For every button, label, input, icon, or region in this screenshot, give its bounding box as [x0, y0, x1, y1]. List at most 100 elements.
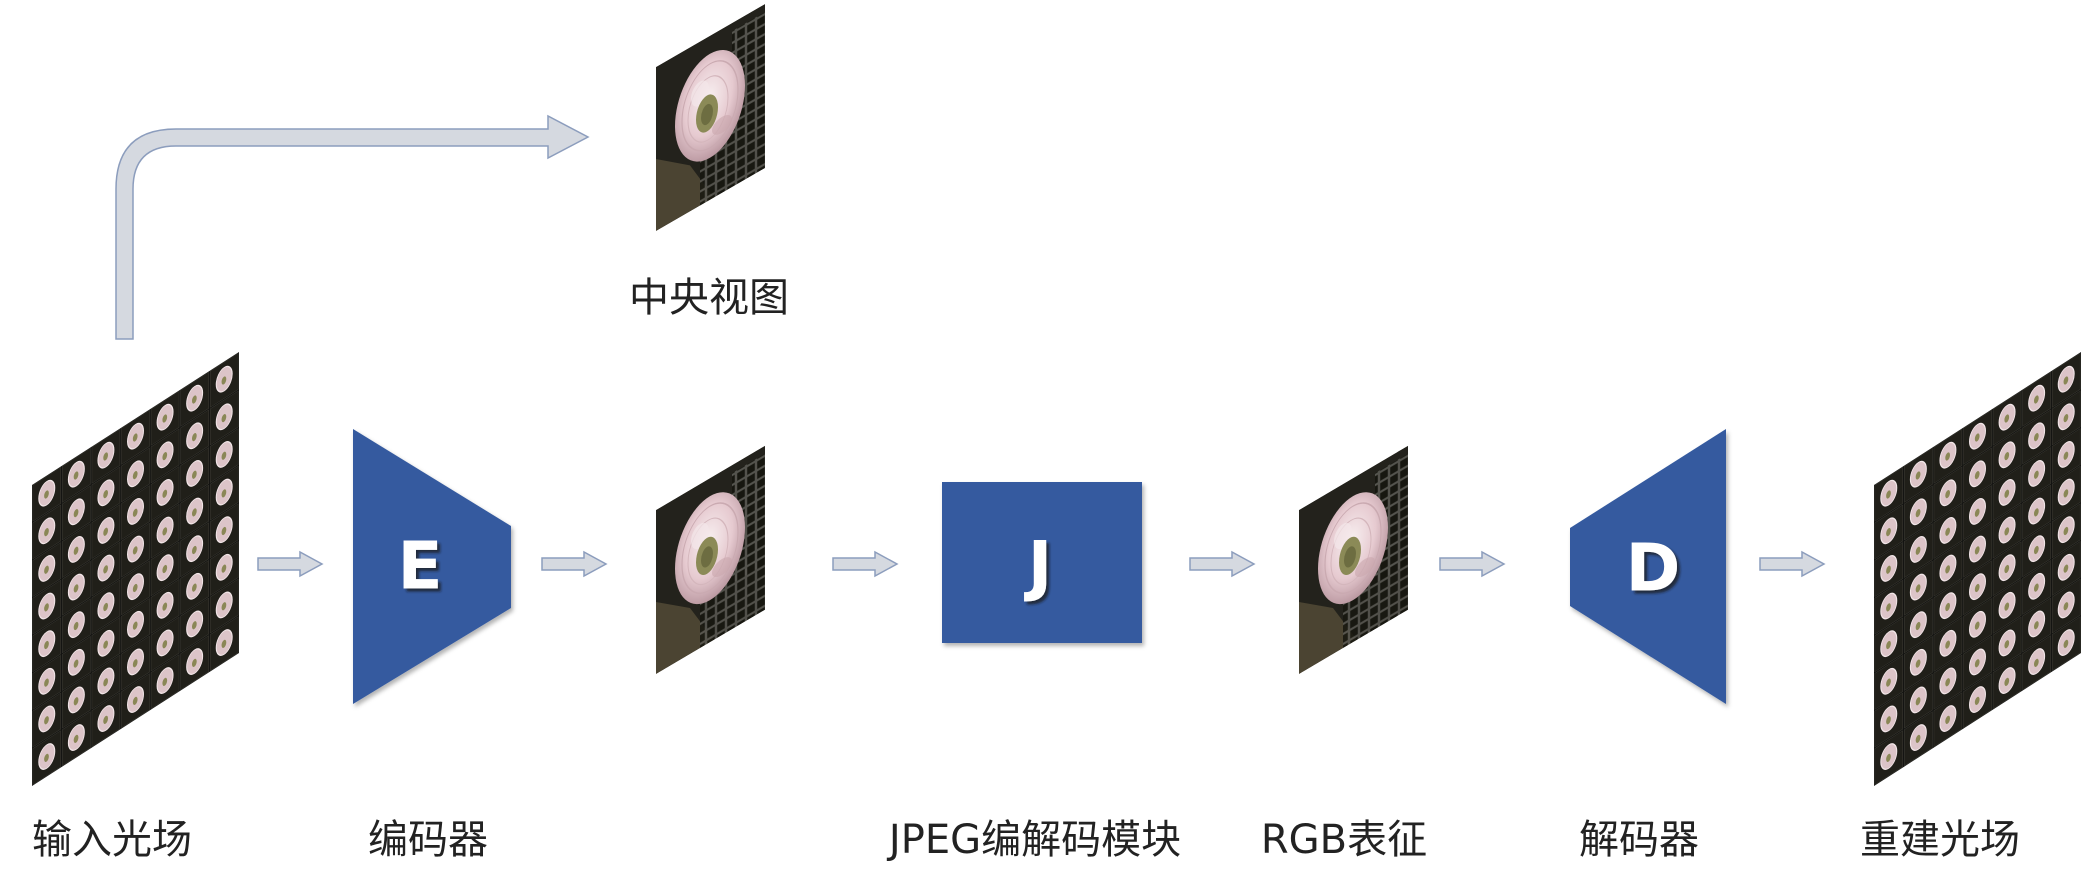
encoder-letter: E [397, 528, 442, 605]
reconstructed-light-field-label: 重建光场 [1860, 817, 2020, 863]
light-field-view-flower-center [2033, 470, 2039, 479]
light-field-view-flower-center [132, 508, 138, 517]
light-field-view-flower-center [44, 565, 49, 574]
light-field-view-flower-center [73, 509, 79, 518]
light-field-view-flower-center [1974, 471, 1980, 480]
light-field-view-flower-center [221, 376, 227, 385]
light-field-view-flower-center [162, 452, 168, 461]
light-field-view-flower-center [1945, 602, 1950, 612]
light-field-view-flower-center [2063, 489, 2069, 498]
light-field-view-flower-center [44, 753, 49, 762]
light-field-view-flower-center [132, 583, 138, 593]
light-field-view-flower-center [1915, 659, 1921, 668]
light-field-view-flower-center [103, 527, 108, 536]
light-field-view-flower-center [103, 715, 108, 724]
light-field-view-flower-center [73, 621, 79, 631]
light-field-view-flower-center [221, 451, 227, 460]
light-field-view-flower-center [221, 489, 227, 498]
light-field-view-flower-center [1945, 452, 1950, 461]
light-field-view-flower-center [44, 528, 49, 537]
light-field-view-flower-center [44, 603, 49, 612]
encoded-view-image [656, 446, 765, 674]
light-field-view-flower-center [1945, 490, 1950, 499]
light-field-view-flower-center [221, 602, 227, 611]
light-field-view-flower-center [2033, 433, 2039, 442]
flow-arrow-1 [257, 551, 323, 577]
light-field-view-flower-center [221, 526, 227, 536]
input-light-field-label: 输入光场 [32, 817, 192, 863]
light-field-view-flower-center [73, 546, 79, 555]
decoder-label: 解码器 [1579, 817, 1699, 863]
light-field-view-flower-center [2004, 602, 2010, 611]
light-field-view-flower-center [132, 696, 138, 705]
light-field-view-flower-center [2063, 451, 2069, 460]
light-field-view-flower-center [1974, 696, 1980, 705]
light-field-view-flower-center [1945, 565, 1950, 574]
light-field-view-flower-center [2004, 527, 2010, 536]
light-field-view-flower-center [2004, 640, 2010, 649]
light-field-view-flower-center [1974, 433, 1980, 442]
light-field-view-flower-center [162, 564, 168, 574]
light-field-view-flower-center [73, 659, 79, 668]
light-field-view-flower-center [191, 545, 197, 555]
light-field-view-flower-center [73, 734, 79, 743]
light-field-view-flower-center [1974, 621, 1980, 630]
encoder-label: 编码器 [368, 817, 488, 863]
rgb-representation-image [1299, 446, 1408, 674]
light-field-view-flower-center [103, 452, 108, 461]
light-field-view-flower-center [221, 564, 227, 573]
light-field-view-flower-center [103, 565, 108, 574]
light-field-view-flower-center [1945, 715, 1950, 724]
light-field-view-flower-center [162, 640, 168, 649]
light-field-view-flower-center [1945, 527, 1950, 536]
input-light-field-image [32, 352, 239, 786]
light-field-view-flower-center [1974, 546, 1980, 555]
light-field-view-flower-center [1915, 734, 1921, 743]
light-field-view-flower-center [191, 621, 197, 630]
flow-arrow-5 [1439, 551, 1505, 577]
central-view-label: 中央视图 [629, 275, 789, 321]
central-view-image [656, 4, 765, 231]
decoder-block [1570, 429, 1726, 704]
light-field-view-flower-center [2033, 658, 2039, 667]
light-field-view-flower-center [103, 490, 108, 499]
light-field-view-flower-center [162, 602, 168, 611]
rgb-representation-label: RGB表征 [1261, 817, 1427, 863]
light-field-view-flower-center [103, 678, 108, 687]
light-field-view-flower-center [221, 414, 227, 423]
decoder-letter: D [1626, 530, 1681, 607]
light-field-view-flower-center [162, 414, 168, 423]
light-field-view-flower-center [2033, 583, 2039, 592]
light-field-view-flower-center [1945, 678, 1950, 687]
light-field-view-flower-center [1945, 640, 1950, 649]
light-field-view-flower-center [2033, 545, 2039, 555]
light-field-view-flower-center [2063, 414, 2069, 423]
light-field-view-flower-center [1886, 753, 1891, 762]
light-field-view-flower-center [44, 640, 49, 650]
flow-arrow-6 [1759, 551, 1825, 577]
light-field-view-flower-center [2004, 677, 2010, 686]
light-field-view-flower-center [1886, 640, 1891, 650]
light-field-view-flower-center [1915, 697, 1921, 706]
light-field-view-flower-center [132, 471, 138, 480]
light-field-view-flower-center [191, 583, 197, 592]
light-field-view-flower-center [103, 640, 108, 649]
light-field-view-flower-center [1974, 583, 1980, 593]
light-field-view-flower-center [2063, 526, 2069, 536]
light-field-view-flower-center [2063, 376, 2069, 385]
light-field-view-flower-center [191, 395, 197, 404]
light-field-view-flower-center [1886, 528, 1891, 537]
light-field-view-flower-center [44, 490, 49, 499]
light-field-view-flower-center [2004, 489, 2010, 498]
light-field-view-flower-center [44, 716, 49, 725]
light-field-view-flower-center [221, 639, 227, 648]
light-field-view-flower-center [73, 697, 79, 706]
light-field-view-flower-center [2063, 564, 2069, 573]
light-field-view-flower-center [162, 489, 168, 498]
light-field-view-flower-center [1886, 678, 1891, 687]
encoder-block [353, 429, 511, 704]
reconstructed-light-field-image [1874, 352, 2081, 786]
light-field-view-flower-center [191, 470, 197, 479]
light-field-view-flower-center [132, 621, 138, 630]
light-field-view-flower-center [73, 471, 79, 480]
